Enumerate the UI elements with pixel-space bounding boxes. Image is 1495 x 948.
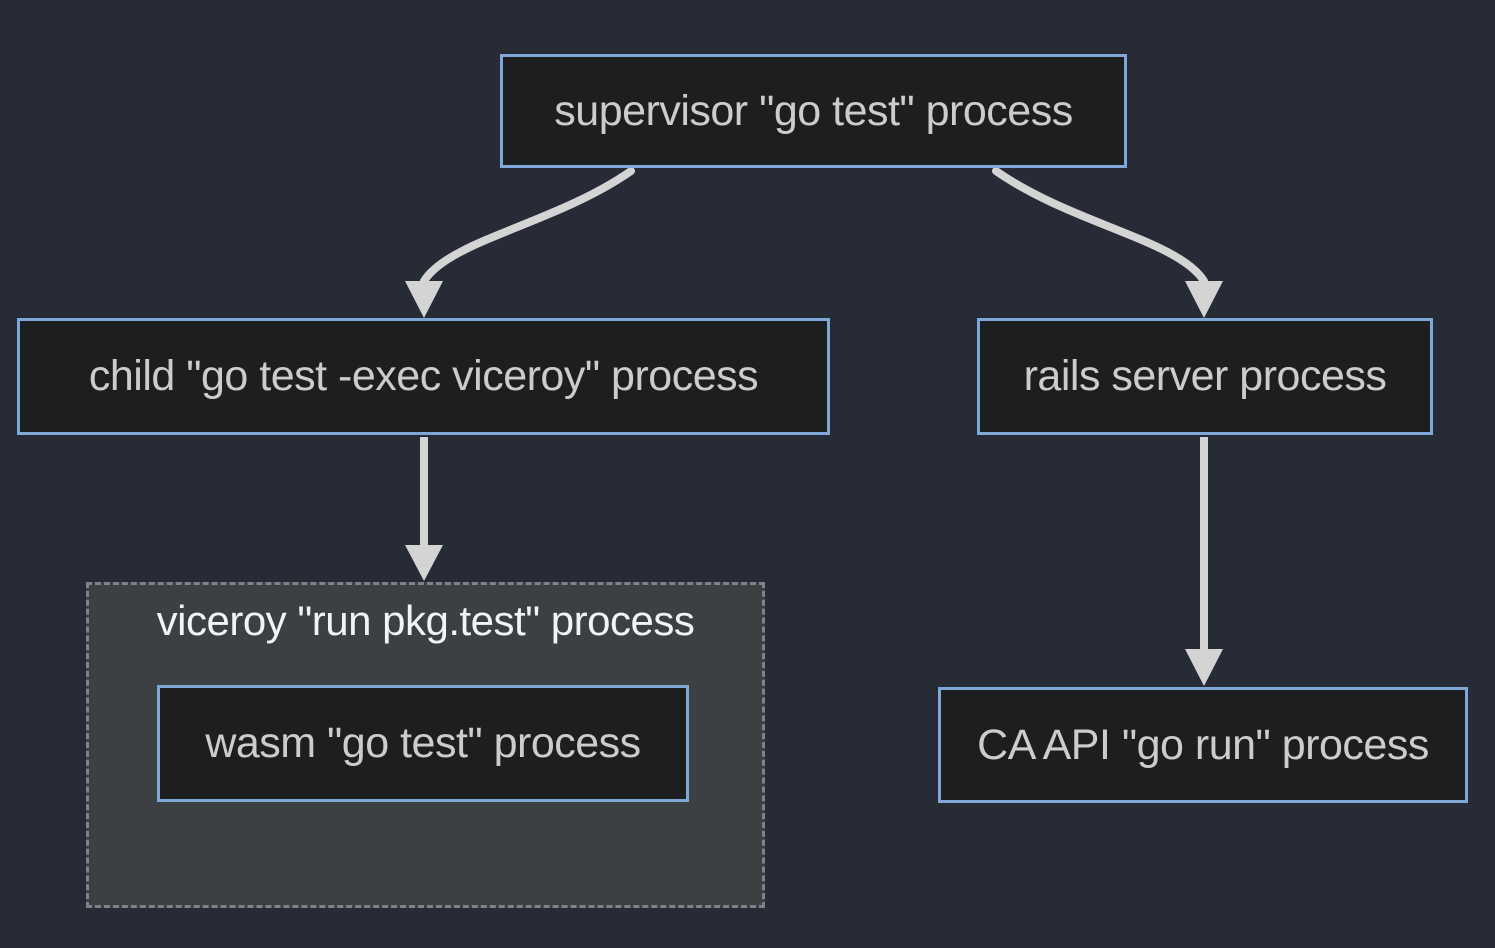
edge-rails-to-ca-api: [1185, 437, 1223, 686]
node-ca-api-process: CA API "go run" process: [938, 687, 1468, 803]
group-viceroy-process: viceroy "run pkg.test" process wasm "go …: [86, 582, 765, 908]
edge-child-to-viceroy: [405, 437, 443, 581]
node-supervisor-label: supervisor "go test" process: [554, 86, 1073, 135]
node-wasm-label: wasm "go test" process: [205, 719, 641, 767]
node-wasm-process: wasm "go test" process: [157, 685, 689, 802]
edge-supervisor-to-child: [405, 167, 635, 318]
arrowhead-icon: [1185, 649, 1223, 686]
node-child-process: child "go test -exec viceroy" process: [17, 318, 830, 435]
node-child-label: child "go test -exec viceroy" process: [88, 352, 759, 400]
arrowhead-icon: [1185, 281, 1223, 318]
node-ca-api-label: CA API "go run" process: [977, 720, 1429, 769]
group-viceroy-label: viceroy "run pkg.test" process: [156, 597, 695, 644]
node-supervisor-process: supervisor "go test" process: [500, 54, 1127, 168]
arrowhead-icon: [405, 545, 443, 581]
node-rails-label: rails server process: [1023, 352, 1387, 400]
edge-supervisor-to-rails: [992, 167, 1223, 318]
arrowhead-icon: [405, 281, 443, 318]
node-rails-server-process: rails server process: [977, 318, 1433, 435]
